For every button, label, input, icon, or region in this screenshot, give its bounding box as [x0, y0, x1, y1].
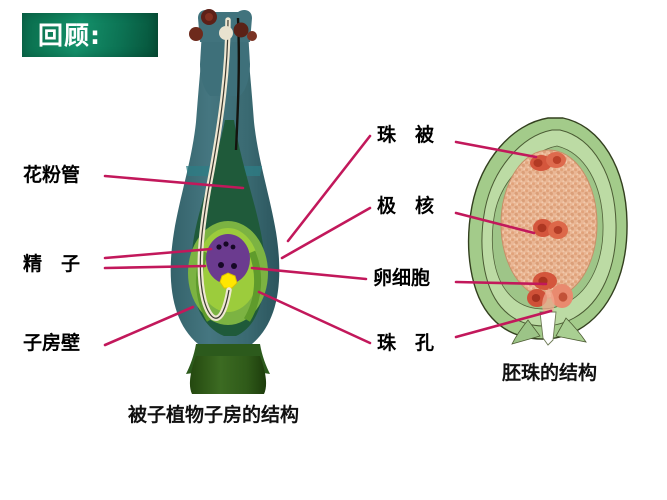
integument-fold-left [195, 250, 214, 322]
caption-ovary-structure: 被子植物子房的结构 [128, 404, 300, 426]
stigma-base [198, 10, 252, 42]
embryo-sac-right [500, 149, 598, 299]
leader-pollen-tube [103, 174, 245, 190]
pollen-grain [233, 22, 249, 38]
pollen-grain [189, 27, 203, 41]
egg-apparatus-cell [533, 272, 557, 290]
integument-mid [481, 129, 617, 327]
polar-nucleus [548, 221, 568, 239]
synergid-cell [551, 284, 573, 308]
pollen-grain-highlight [205, 13, 213, 21]
pollen-tube-outline [199, 19, 230, 319]
leader-sperm-2 [103, 264, 207, 270]
antipodal-nucleus [533, 159, 543, 167]
synergid-nucleus [531, 294, 541, 302]
label-integument: 珠 被 [377, 124, 435, 146]
nucleus-dot [223, 241, 229, 247]
ovule-figure [467, 117, 628, 346]
nucleus-dot [218, 262, 224, 268]
caption-ovule-structure: 胚珠的结构 [502, 362, 598, 384]
label-polar-nuclei: 极 核 [377, 195, 435, 217]
leader-egg-left [250, 266, 368, 281]
leader-polar-left [280, 206, 372, 260]
ovary-wall-shape [170, 52, 280, 344]
label-sperm: 精 子 [23, 253, 81, 275]
pollen-grain [247, 31, 257, 41]
leader-micropyle-left [257, 290, 372, 345]
antipodal-nucleus [552, 156, 562, 164]
integument-outer [467, 117, 628, 340]
leader-integument-right [454, 140, 538, 159]
pollen-tube-path [197, 17, 232, 321]
nucellus-inner [197, 228, 259, 312]
antipodal-cell [546, 152, 566, 168]
leader-polar-right [454, 211, 536, 235]
egg-cell-marker [219, 272, 238, 289]
integument-lip-right [555, 317, 587, 343]
title-badge: 回顾: [22, 13, 158, 57]
label-egg-cell: 卵细胞 [373, 267, 431, 289]
nucellus-outer [188, 221, 268, 325]
stalk-shape [189, 356, 267, 394]
integument-fold-right [243, 250, 262, 322]
embryo-sac-left [206, 234, 250, 284]
label-pollen-tube: 花粉管 [23, 164, 81, 186]
style-band [186, 166, 262, 176]
leader-egg-right [454, 280, 548, 286]
integument-inner [491, 145, 604, 310]
label-ovary-wall: 子房壁 [23, 332, 81, 354]
pollen-grain-pale [219, 26, 233, 40]
micropyle-notch [539, 311, 557, 346]
egg-apparatus-zone [542, 288, 555, 318]
nucleus-dot [231, 263, 237, 269]
leader-integument-left [286, 134, 372, 243]
synergid-cell [527, 289, 547, 307]
receptacle-top [186, 344, 270, 374]
leader-micropyle-right [454, 309, 553, 339]
nucleus-dot [216, 244, 222, 250]
synergid-nucleus [558, 292, 568, 302]
leader-sperm-1 [103, 247, 213, 260]
polar-nucleus-core [553, 226, 563, 234]
leader-ovary-wall [103, 305, 195, 347]
polar-nucleus-core [537, 223, 547, 233]
ovary-cavity [191, 120, 265, 336]
nucleus-dot [225, 273, 231, 279]
pollen-grain [201, 9, 217, 25]
label-micropyle: 珠 孔 [377, 332, 435, 354]
page-title: 回顾: [38, 20, 101, 50]
integument-lip-left [511, 319, 541, 345]
egg-nucleus [538, 276, 548, 286]
style-shape [200, 14, 250, 96]
ovary-figure [170, 9, 280, 394]
nucleus-dot [230, 244, 236, 250]
polar-nucleus [533, 219, 553, 237]
style-vessel [234, 17, 241, 151]
antipodal-cell [530, 155, 552, 171]
